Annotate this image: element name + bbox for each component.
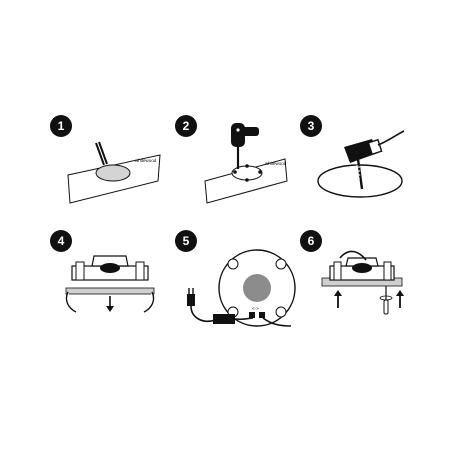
step-3: 3 (300, 115, 420, 215)
power-plug-icon (187, 288, 195, 306)
screwdriver-icon (379, 286, 393, 315)
template-brand-text: whitewood (265, 161, 287, 166)
template-brand-text: whitewood (135, 158, 157, 163)
clamp-screw-icon (275, 258, 287, 270)
terminal-icon (259, 312, 265, 318)
terminal-icon (249, 312, 255, 318)
step-2: whitewood 2 (175, 115, 295, 215)
ceiling-board (65, 287, 155, 295)
clamp-screw-icon (275, 306, 287, 318)
step-2-badge: 2 (175, 115, 197, 137)
step-5-illustration: <-> (187, 249, 296, 327)
step-6-illustration (321, 250, 404, 315)
step-1: whitewood 1 (50, 115, 170, 215)
step-5: <-> 5 (175, 230, 296, 330)
step-6-badge: 6 (300, 230, 322, 252)
right-hand-icon (143, 291, 155, 313)
drill-mark (258, 170, 262, 174)
speaker-cable (339, 250, 367, 261)
power-adapter-icon (213, 314, 235, 324)
step-3-badge: 3 (300, 115, 322, 137)
step-3-illustration (317, 130, 405, 198)
step-4: 4 (50, 230, 170, 330)
jigsaw-icon (344, 130, 405, 190)
drill-mark (245, 178, 249, 182)
left-hand-icon (65, 291, 77, 313)
drill-mark (233, 170, 237, 174)
connector-label: <-> (252, 306, 259, 311)
step-5-badge: 5 (175, 230, 197, 252)
speaker-magnet (243, 274, 271, 302)
drill-icon (231, 123, 259, 169)
clamp-screw-icon (227, 258, 239, 270)
step-4-illustration (65, 255, 155, 313)
step-1-badge: 1 (50, 115, 72, 137)
drill-mark (245, 164, 249, 168)
step-2-illustration: whitewood (204, 123, 288, 204)
step-4-badge: 4 (50, 230, 72, 252)
step-6: 6 (300, 230, 420, 330)
step-1-illustration: whitewood (67, 141, 161, 204)
